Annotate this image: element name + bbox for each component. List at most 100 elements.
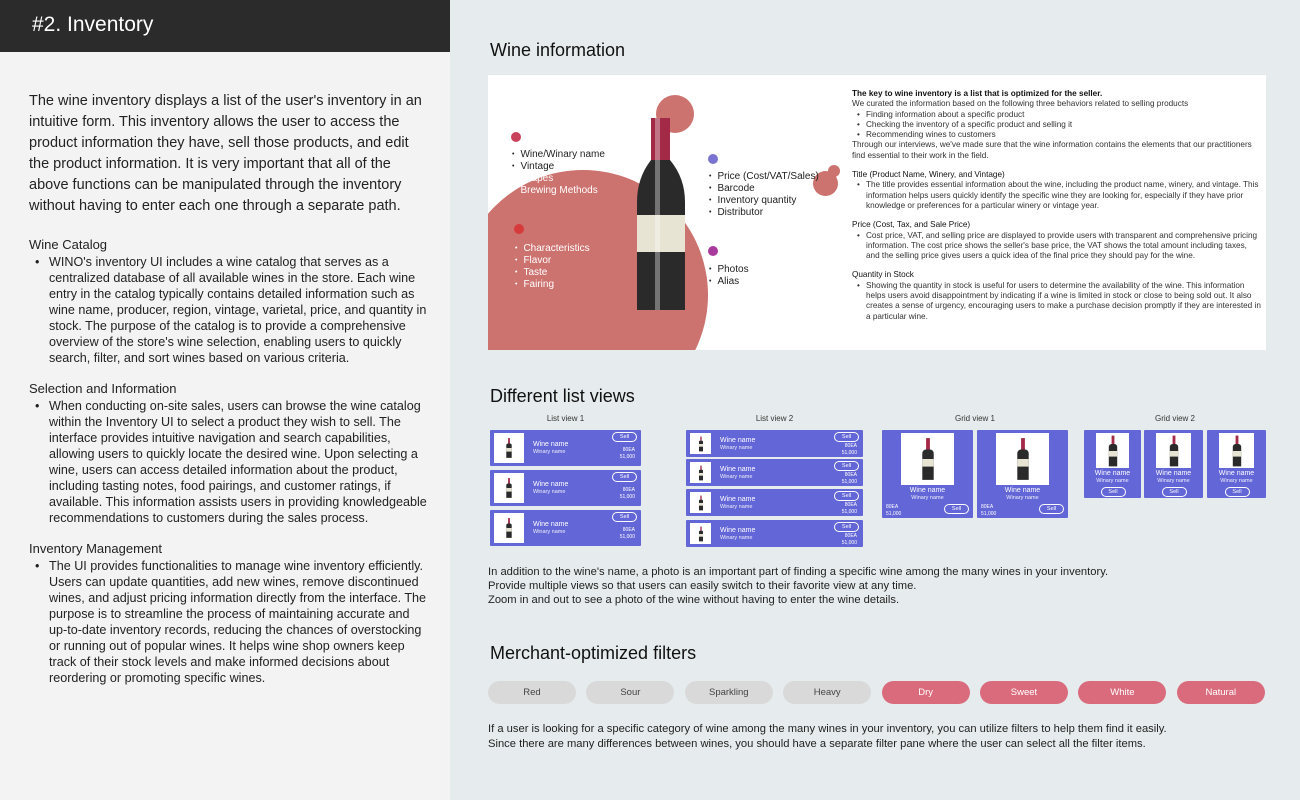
- price: 51,000: [841, 478, 857, 485]
- description-panel: #2. Inventory The wine inventory display…: [0, 0, 450, 800]
- price: 51,000: [886, 510, 902, 517]
- info-interviews: Through our interviews, we've made sure …: [852, 140, 1252, 160]
- list-views-caption: In addition to the wine's name, a photo …: [488, 565, 1108, 607]
- wine-bottle-icon: [1016, 438, 1029, 480]
- stock-quantity: 80EA: [622, 487, 635, 493]
- winery-name: Winary name: [720, 503, 753, 510]
- winery-name: Winary name: [1220, 478, 1253, 484]
- filter-red[interactable]: Red: [488, 681, 576, 704]
- winery-name: Winary name: [533, 449, 566, 455]
- wine-name: Wine name: [720, 495, 756, 503]
- wine-information-heading: Wine information: [490, 40, 626, 60]
- winery-name: Winary name: [1157, 478, 1190, 484]
- wine-photo: [690, 433, 711, 454]
- winery-name: Winary name: [533, 529, 566, 535]
- view-label: List view 2: [755, 414, 794, 423]
- info-group-identity: Wine/Winary nameVintageGrapesBrewing Met…: [512, 149, 605, 197]
- wine-photo: [494, 473, 524, 503]
- point-title: Quantity in Stock: [852, 270, 914, 280]
- info-item: Flavor: [515, 255, 590, 267]
- sell-button[interactable]: Sell: [834, 461, 859, 471]
- point-title: Title (Product Name, Winery, and Vintage…: [852, 170, 1005, 180]
- wine-bottle-icon: [506, 478, 512, 498]
- filter-dry[interactable]: Dry: [881, 681, 970, 704]
- wine-name: Wine name: [533, 521, 569, 528]
- wine-photo: [690, 462, 711, 483]
- point-title: Price (Cost, Tax, and Sale Price): [852, 220, 971, 230]
- sell-button[interactable]: Sell: [834, 491, 859, 501]
- section-title: Inventory Management: [29, 541, 162, 556]
- info-item: Vintage: [512, 161, 605, 173]
- info-group-media: PhotosAlias: [709, 264, 748, 288]
- sell-button[interactable]: Sell: [1100, 486, 1126, 497]
- sell-button[interactable]: Sell: [1161, 486, 1187, 497]
- sell-button[interactable]: Sell: [612, 512, 637, 522]
- wine-photo: [1096, 433, 1129, 468]
- filters-heading: Merchant-optimized filters: [490, 643, 697, 663]
- wine-bottle-icon: [698, 526, 703, 541]
- info-item: Distributor: [709, 207, 819, 219]
- sell-button[interactable]: Sell: [834, 432, 859, 442]
- sell-button[interactable]: Sell: [612, 432, 637, 442]
- wine-bottle-icon: [698, 495, 703, 510]
- wine-name: Wine name: [720, 526, 756, 534]
- section-selection: Selection and InformationWhen conducting…: [29, 381, 429, 526]
- sell-button[interactable]: Sell: [1039, 504, 1064, 514]
- price: 51,000: [619, 493, 635, 500]
- point-text: Showing the quantity in stock is useful …: [852, 281, 1262, 322]
- section-text: The UI provides functionalities to manag…: [29, 558, 429, 686]
- caption-line: Since there are many differences between…: [488, 737, 1146, 750]
- wine-bottle-icon: [506, 438, 512, 458]
- page-title: #2. Inventory: [0, 0, 450, 52]
- sell-button[interactable]: Sell: [612, 472, 637, 482]
- wine-photo: [494, 433, 524, 463]
- filter-sweet[interactable]: Sweet: [980, 681, 1068, 704]
- caption-line: Zoom in and out to see a photo of the wi…: [488, 594, 900, 606]
- winery-name: Winary name: [1096, 478, 1129, 484]
- filter-sour[interactable]: Sour: [586, 681, 675, 704]
- info-heading: The key to wine inventory is a list that…: [852, 89, 1103, 98]
- info-group-tasting: CharacteristicsFlavorTasteFairing: [515, 243, 590, 291]
- wine-photo: [690, 492, 711, 513]
- point-text: Cost price, VAT, and selling price are d…: [852, 231, 1262, 262]
- filter-natural[interactable]: Natural: [1176, 681, 1265, 704]
- stock-quantity: 80EA: [981, 504, 994, 510]
- winery-name: Winary name: [1006, 495, 1039, 501]
- filters-caption: If a user is looking for a specific cate…: [488, 722, 1167, 751]
- wine-name: Wine name: [1218, 470, 1255, 477]
- wine-bottle-icon: [698, 436, 703, 451]
- winery-name: Winary name: [533, 489, 566, 495]
- info-item: Barcode: [709, 183, 819, 195]
- caption-line: Provide multiple views so that users can…: [488, 580, 917, 592]
- caption-line: In addition to the wine's name, a photo …: [488, 566, 1109, 578]
- filter-heavy[interactable]: Heavy: [783, 681, 872, 704]
- sell-button[interactable]: Sell: [944, 504, 969, 514]
- info-item: Photos: [709, 264, 748, 276]
- sell-button[interactable]: Sell: [1224, 486, 1250, 497]
- caption-line: If a user is looking for a specific cate…: [488, 723, 1167, 735]
- filter-sparkling[interactable]: Sparkling: [684, 681, 773, 704]
- filter-white[interactable]: White: [1078, 681, 1167, 704]
- stock-quantity: 80EA: [844, 443, 857, 449]
- dot-marker: [708, 154, 718, 164]
- point-text: The title provides essential information…: [852, 180, 1262, 211]
- wine-bottle-icon: [1232, 435, 1241, 466]
- sell-button[interactable]: Sell: [834, 522, 859, 532]
- section-text: WINO's inventory UI includes a wine cata…: [29, 254, 429, 366]
- view-label: Grid view 1: [954, 414, 995, 423]
- wine-name: Wine name: [1004, 487, 1041, 494]
- wine-bottle-icon: [506, 518, 512, 538]
- view-label: Grid view 2: [1154, 414, 1195, 423]
